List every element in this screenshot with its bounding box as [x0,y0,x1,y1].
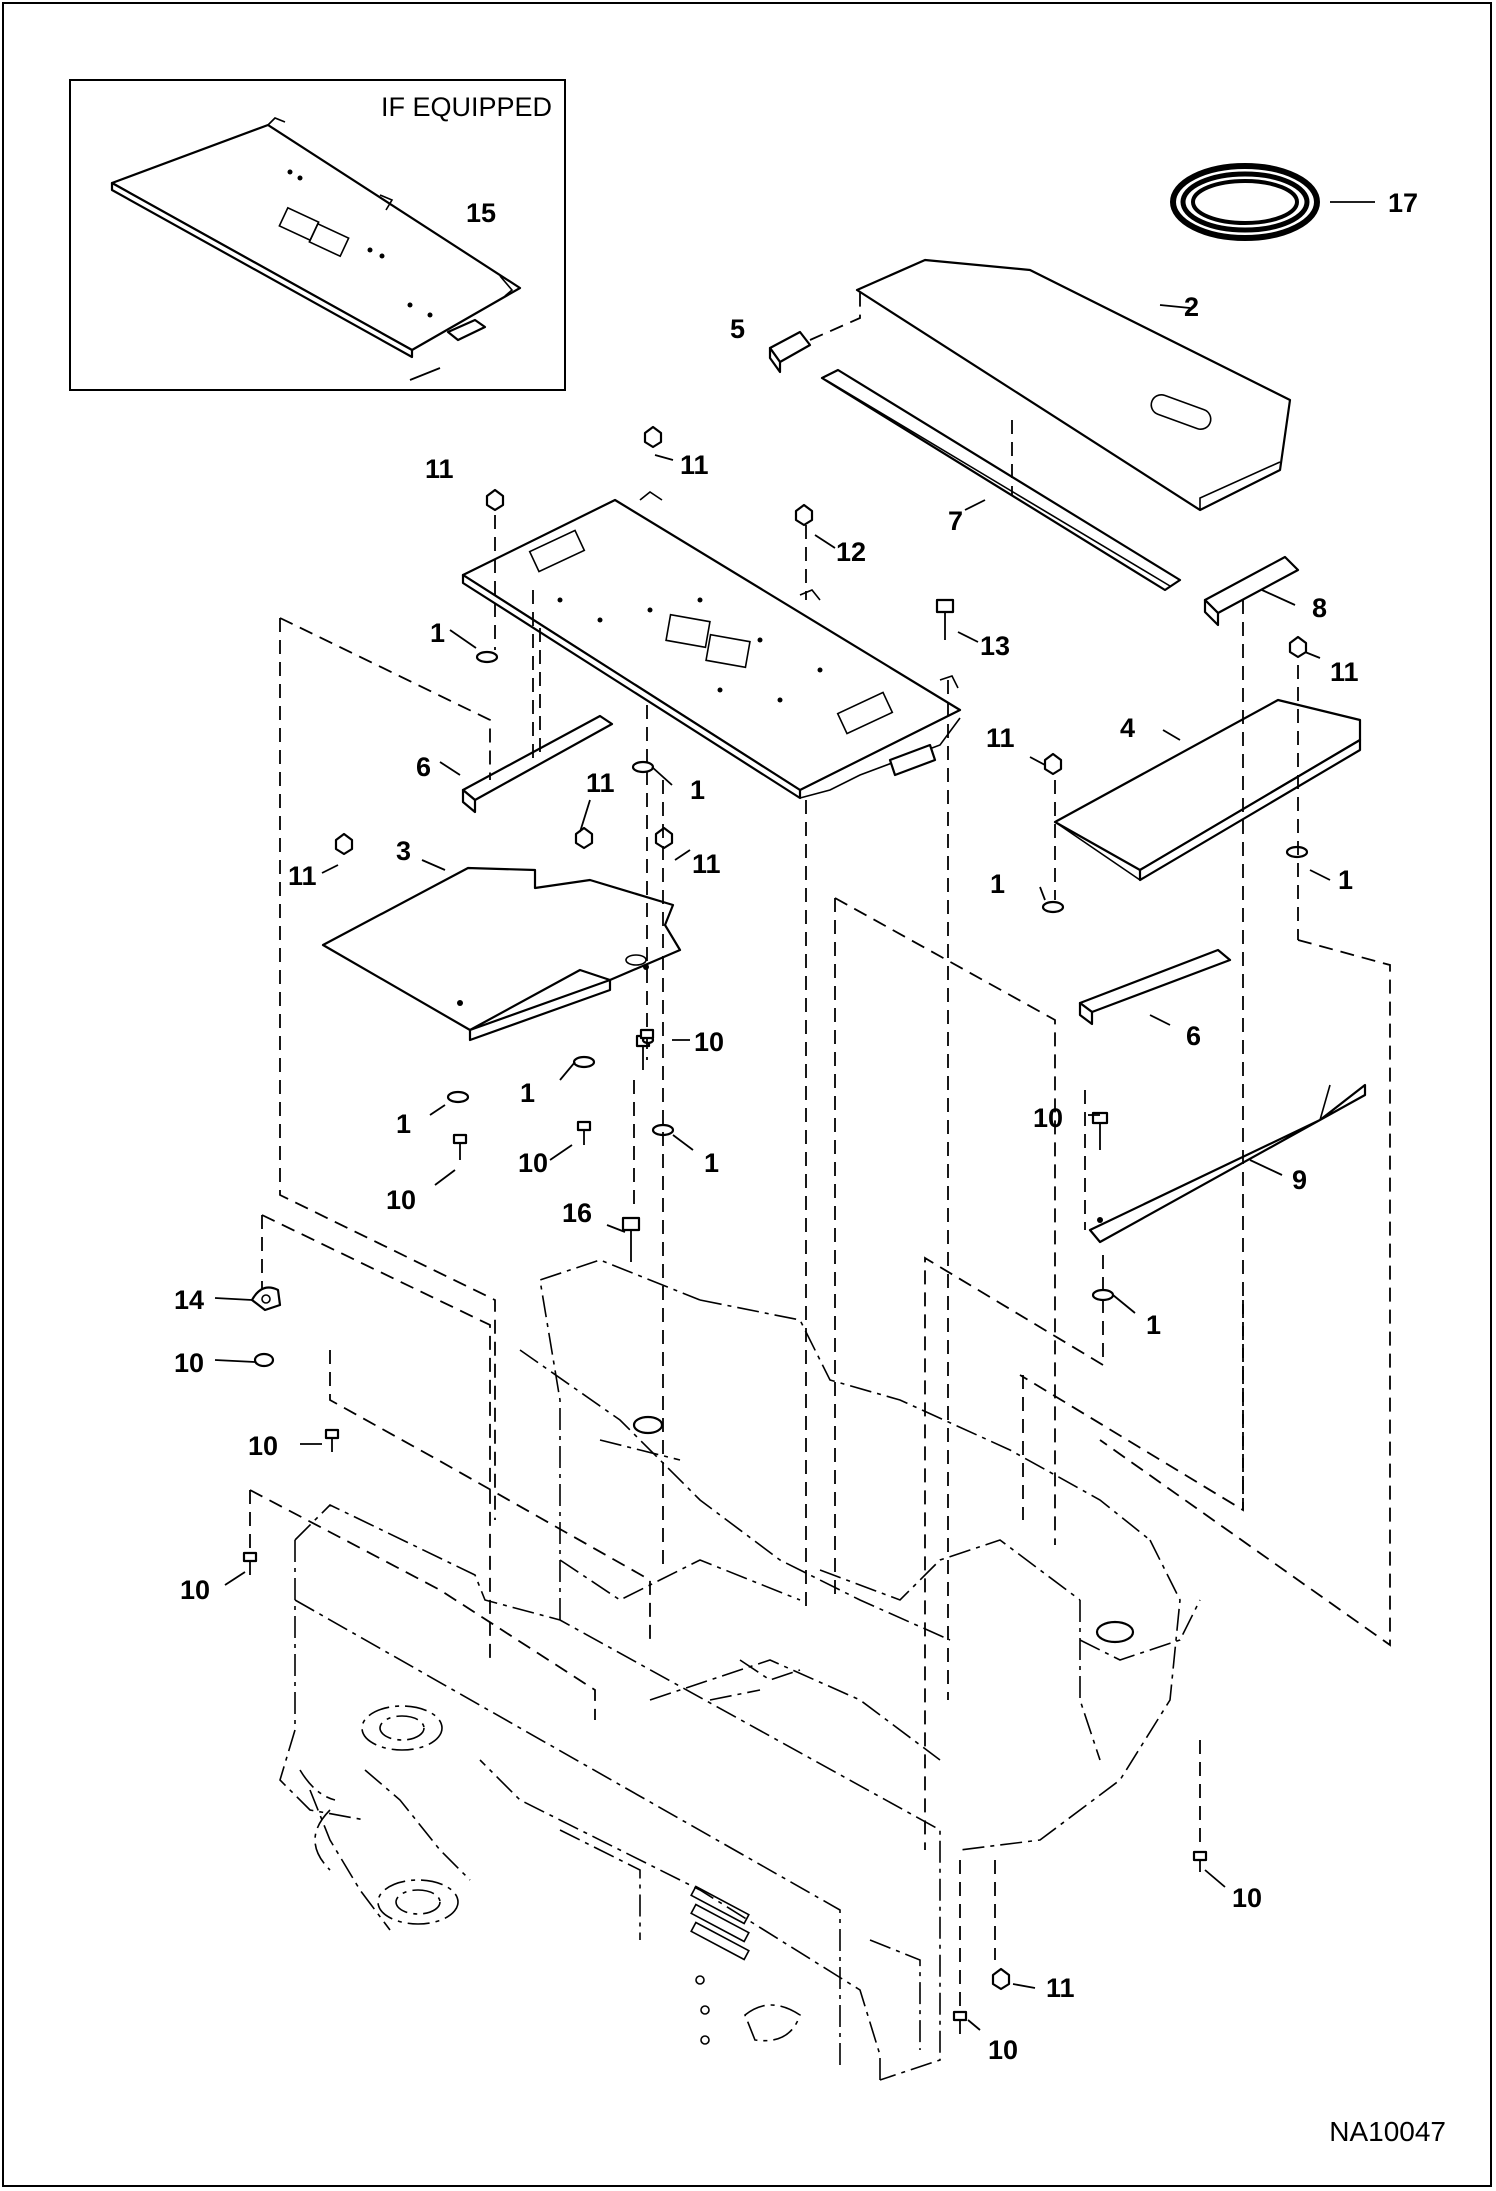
callout-10-f: 10 [248,1431,278,1461]
callout-3: 3 [396,836,411,866]
screw-hardware [242,1028,1208,2034]
callout-11-g: 11 [692,849,721,879]
seal-part-8 [1203,555,1300,627]
callout-11-a: 11 [425,454,454,484]
callout-5: 5 [730,314,745,344]
callout-1-g: 1 [704,1148,719,1178]
callout-10-a: 10 [694,1027,724,1057]
callout-16: 16 [562,1198,592,1228]
floor-plate [461,491,962,800]
callout-1-b: 1 [690,775,705,805]
callout-1-e: 1 [520,1078,535,1108]
callout-11-c: 11 [1330,657,1359,687]
callout-11-e: 11 [586,768,615,798]
callout-10-g: 10 [180,1575,210,1605]
callout-4: 4 [1120,713,1135,743]
callout-10-i: 10 [988,2035,1018,2065]
callout-11-d: 11 [986,723,1015,753]
inset-title: IF EQUIPPED [381,92,552,122]
callout-1-d: 1 [1338,865,1353,895]
callout-6-a: 6 [416,752,431,782]
washer-hardware [446,650,1309,1302]
callout-6-b: 6 [1186,1021,1201,1051]
seal-part-5 [768,292,861,374]
seal-roll-part-17 [1170,163,1375,241]
side-plate-part-4 [1053,698,1362,882]
callout-1-a: 1 [430,618,445,648]
callout-1-f: 1 [396,1109,411,1139]
callout-10-h: 10 [1232,1883,1262,1913]
callout-10-b: 10 [1033,1103,1063,1133]
callout-14: 14 [174,1285,204,1315]
nut-hardware [334,425,1308,1991]
rear-cover-part-2 [855,258,1292,512]
seal-part-6-left [461,628,614,814]
machine-frame-phantom [279,1259,1201,2081]
callout-12: 12 [836,537,866,567]
leader-lines [214,367,1331,2031]
callout-17: 17 [1388,188,1418,218]
seal-part-6-right [1078,948,1232,1026]
strip-part-7 [820,368,1182,592]
callout-9: 9 [1292,1165,1307,1195]
callout-2: 2 [1184,292,1199,322]
callout-10-d: 10 [386,1185,416,1215]
callout-11-h: 11 [1046,1973,1075,2003]
callout-11-b: 11 [680,450,709,480]
callout-7: 7 [948,506,963,536]
callout-8: 8 [1312,593,1327,623]
callout-13: 13 [980,631,1010,661]
inset-floor-plate-part-15 [110,117,522,359]
inset-box [69,79,566,391]
callout-1-c: 1 [990,869,1005,899]
callout-10-c: 10 [518,1148,548,1178]
callout-11-f: 11 [288,861,317,891]
callout-labels: 17 2 5 15 7 8 11 11 12 13 11 4 11 1 6 1 … [174,188,1418,2065]
callout-15: 15 [466,198,496,228]
clamp-part-14 [250,1286,282,1312]
figure-id: NA10047 [1329,2116,1446,2147]
callout-1-h: 1 [1146,1310,1161,1340]
bar-part-9 [1088,1083,1367,1244]
assembly-lines [249,515,1391,2020]
callout-10-e: 10 [174,1348,204,1378]
side-plate-part-3 [321,866,682,1042]
